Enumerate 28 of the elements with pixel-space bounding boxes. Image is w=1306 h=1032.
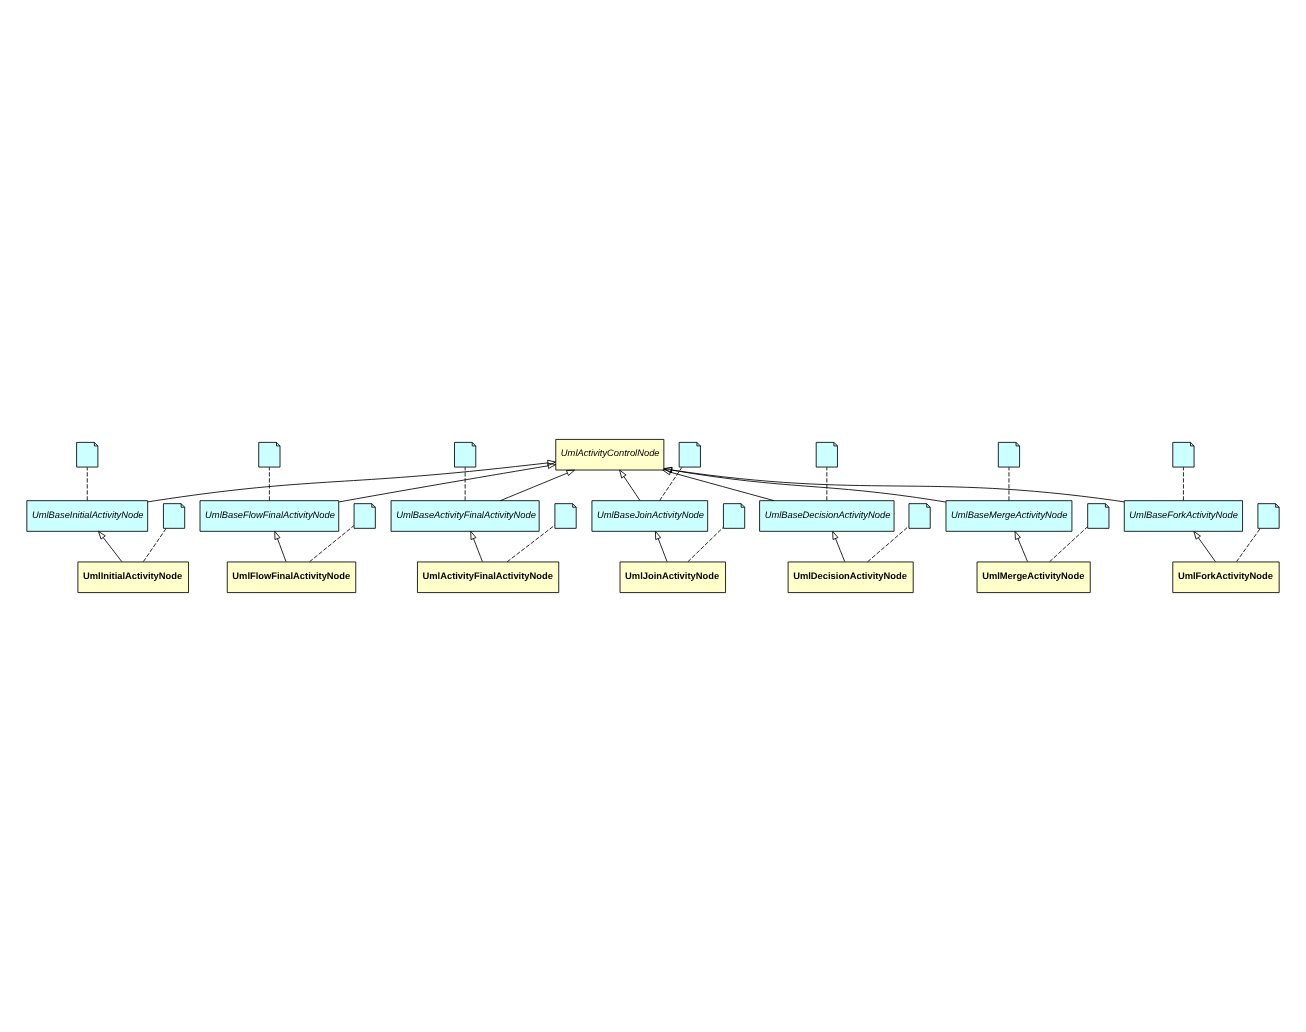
connector bbox=[659, 466, 683, 501]
arrow bbox=[655, 530, 668, 563]
arrow bbox=[832, 530, 846, 563]
arrow bbox=[274, 530, 287, 563]
arrow bbox=[147, 459, 556, 503]
connector bbox=[506, 524, 556, 563]
arrow bbox=[1193, 530, 1216, 563]
connector bbox=[867, 525, 909, 563]
connector bbox=[826, 466, 828, 501]
connector bbox=[309, 525, 355, 563]
connector bbox=[687, 527, 724, 563]
arrow bbox=[98, 530, 123, 563]
connector bbox=[268, 466, 270, 501]
connector bbox=[1049, 526, 1088, 563]
arrow bbox=[338, 462, 557, 503]
connector bbox=[1236, 528, 1261, 563]
arrow bbox=[663, 466, 947, 503]
connector bbox=[1183, 466, 1184, 501]
connector bbox=[464, 466, 466, 501]
arrow bbox=[619, 469, 641, 501]
arrow bbox=[1014, 530, 1028, 563]
arrow bbox=[500, 469, 575, 501]
connector bbox=[1008, 466, 1010, 501]
arrow bbox=[663, 466, 1125, 503]
arrow bbox=[662, 469, 775, 502]
connector bbox=[142, 528, 167, 563]
connector bbox=[86, 466, 88, 501]
arrow bbox=[470, 530, 483, 563]
